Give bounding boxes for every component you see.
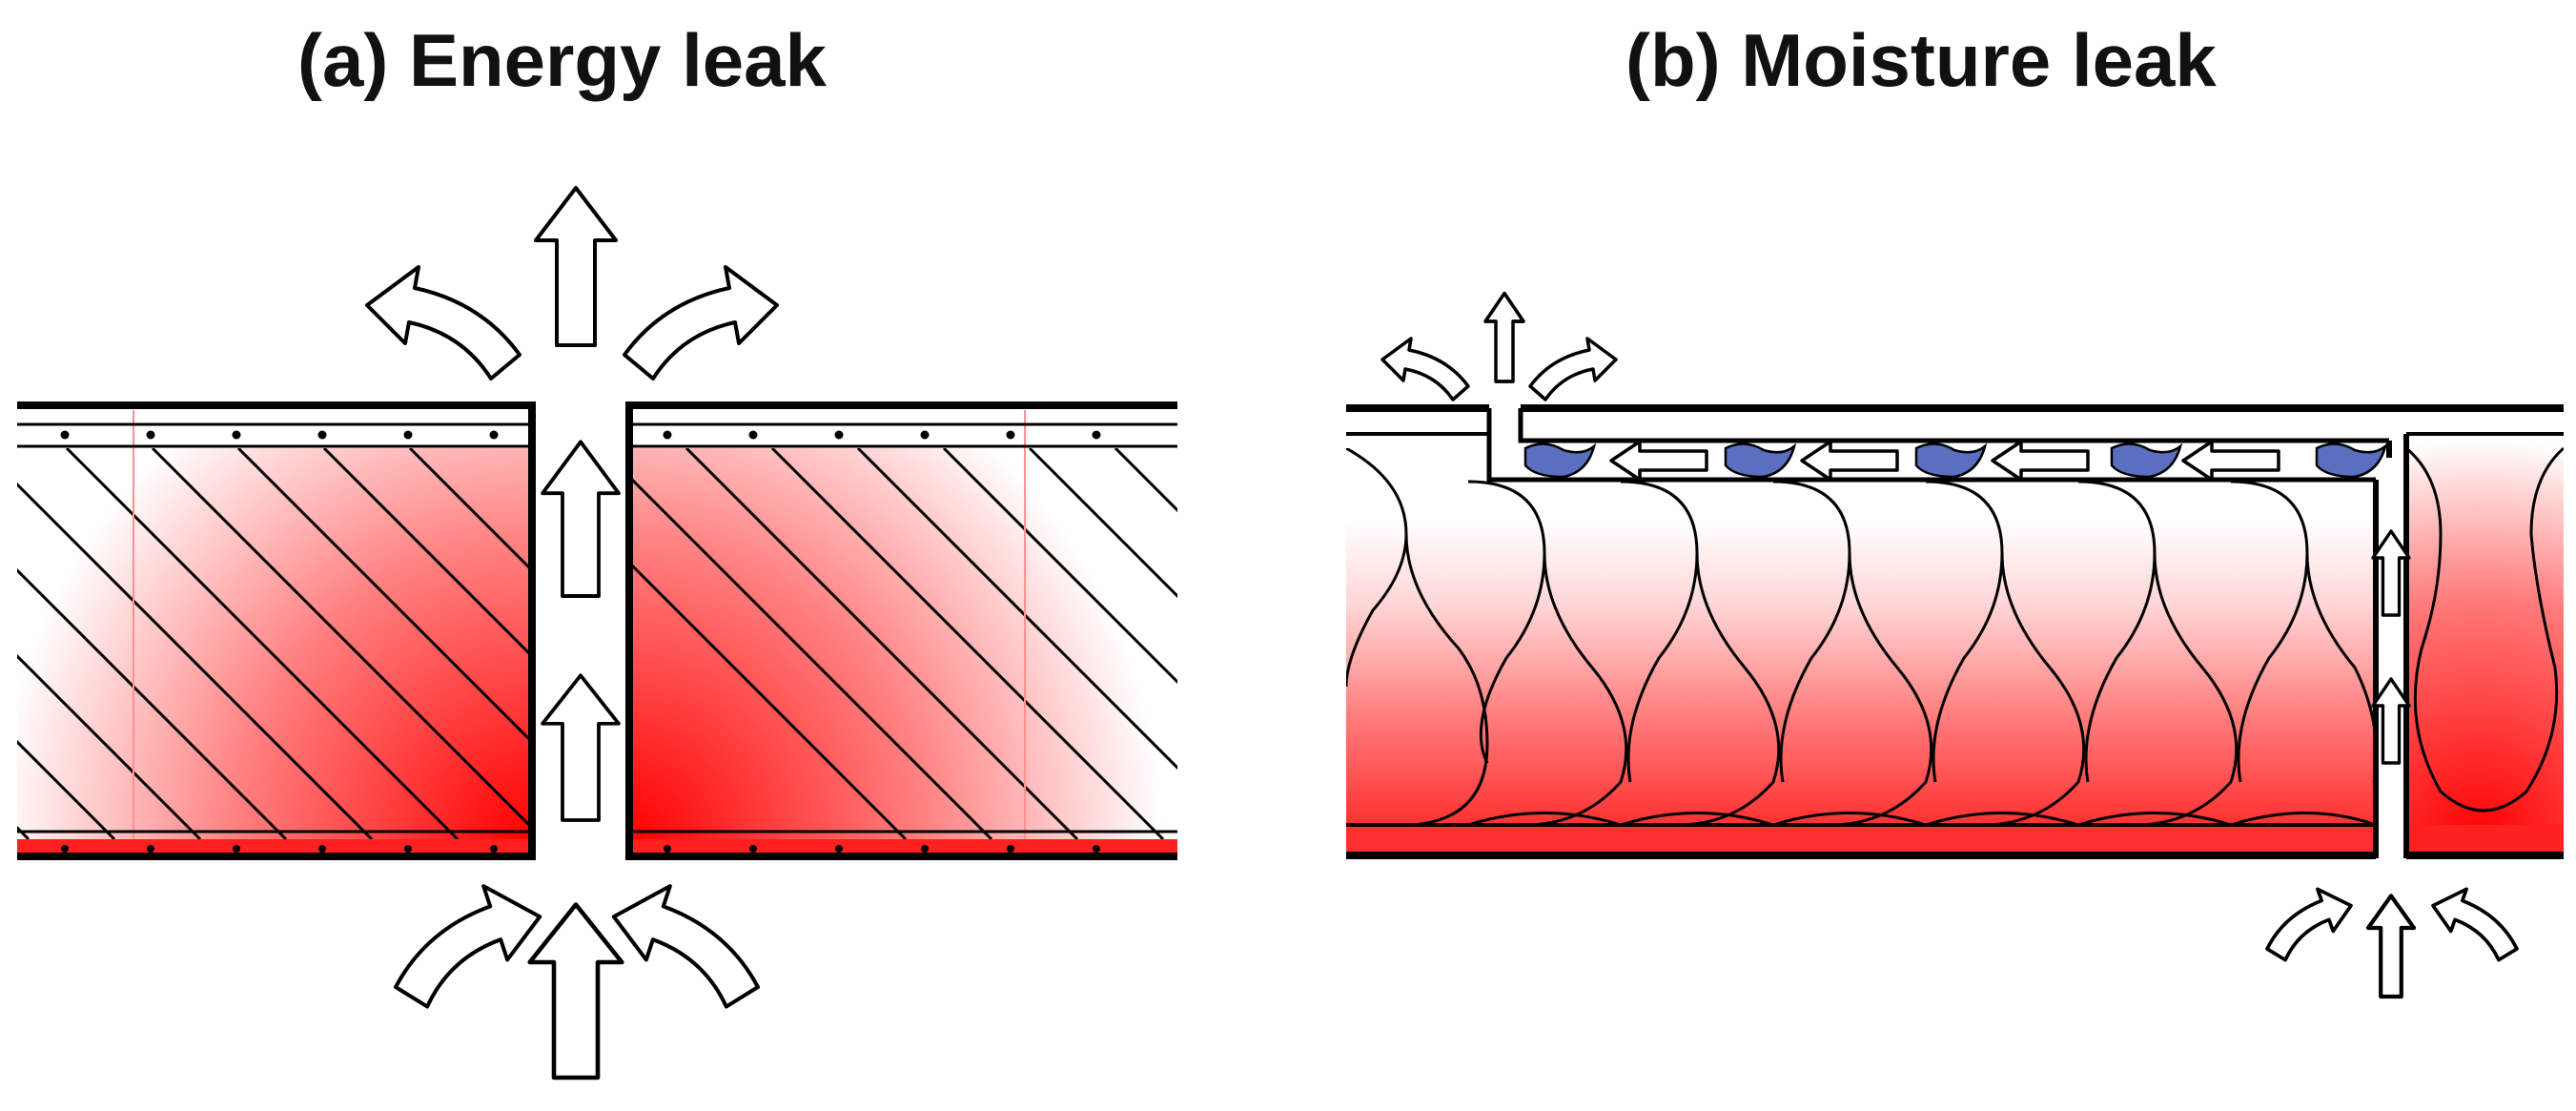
panel-b-insulation-warm-fill [1346, 482, 2376, 825]
panel-b-leak-gap [2373, 434, 2409, 858]
panel-b-title: (b) Moisture leak [1625, 18, 2217, 102]
panel-a-top-fasteners [60, 430, 1101, 440]
panel-b-top-membrane [1346, 404, 2564, 436]
panel-b-right-warm-fill [2406, 434, 2564, 854]
panel-b-right-batt [2406, 446, 2564, 813]
panel-a-left-warm-fill [17, 448, 532, 839]
panel-b-air-channel [1486, 408, 2389, 483]
panel-b-insulation-batts [1346, 448, 2376, 825]
panel-a-incoming-arrows [381, 876, 772, 1078]
panel-a-right-warm-fill [629, 448, 1177, 839]
panel-a-left-hatching [17, 448, 532, 839]
panel-b-bottom-layer [1346, 823, 2564, 859]
water-droplet-icon [1523, 442, 2388, 479]
panel-b-incoming-arrows [2257, 882, 2527, 997]
panel-a-title: (a) Energy leak [297, 18, 827, 102]
panel-b-diagram [1346, 291, 2564, 997]
panel-a-diagram [17, 186, 1177, 1078]
panel-a-leak-gap [528, 401, 633, 860]
panel-a-escaping-arrows [365, 186, 779, 381]
panel-a-gap-arrows [541, 440, 621, 822]
panel-b-escaping-arrows [1380, 291, 1618, 401]
panel-a-top-layer [17, 401, 1177, 448]
panel-a-bottom-layer [17, 830, 1177, 860]
panel-a-right-hatching [629, 448, 1177, 839]
